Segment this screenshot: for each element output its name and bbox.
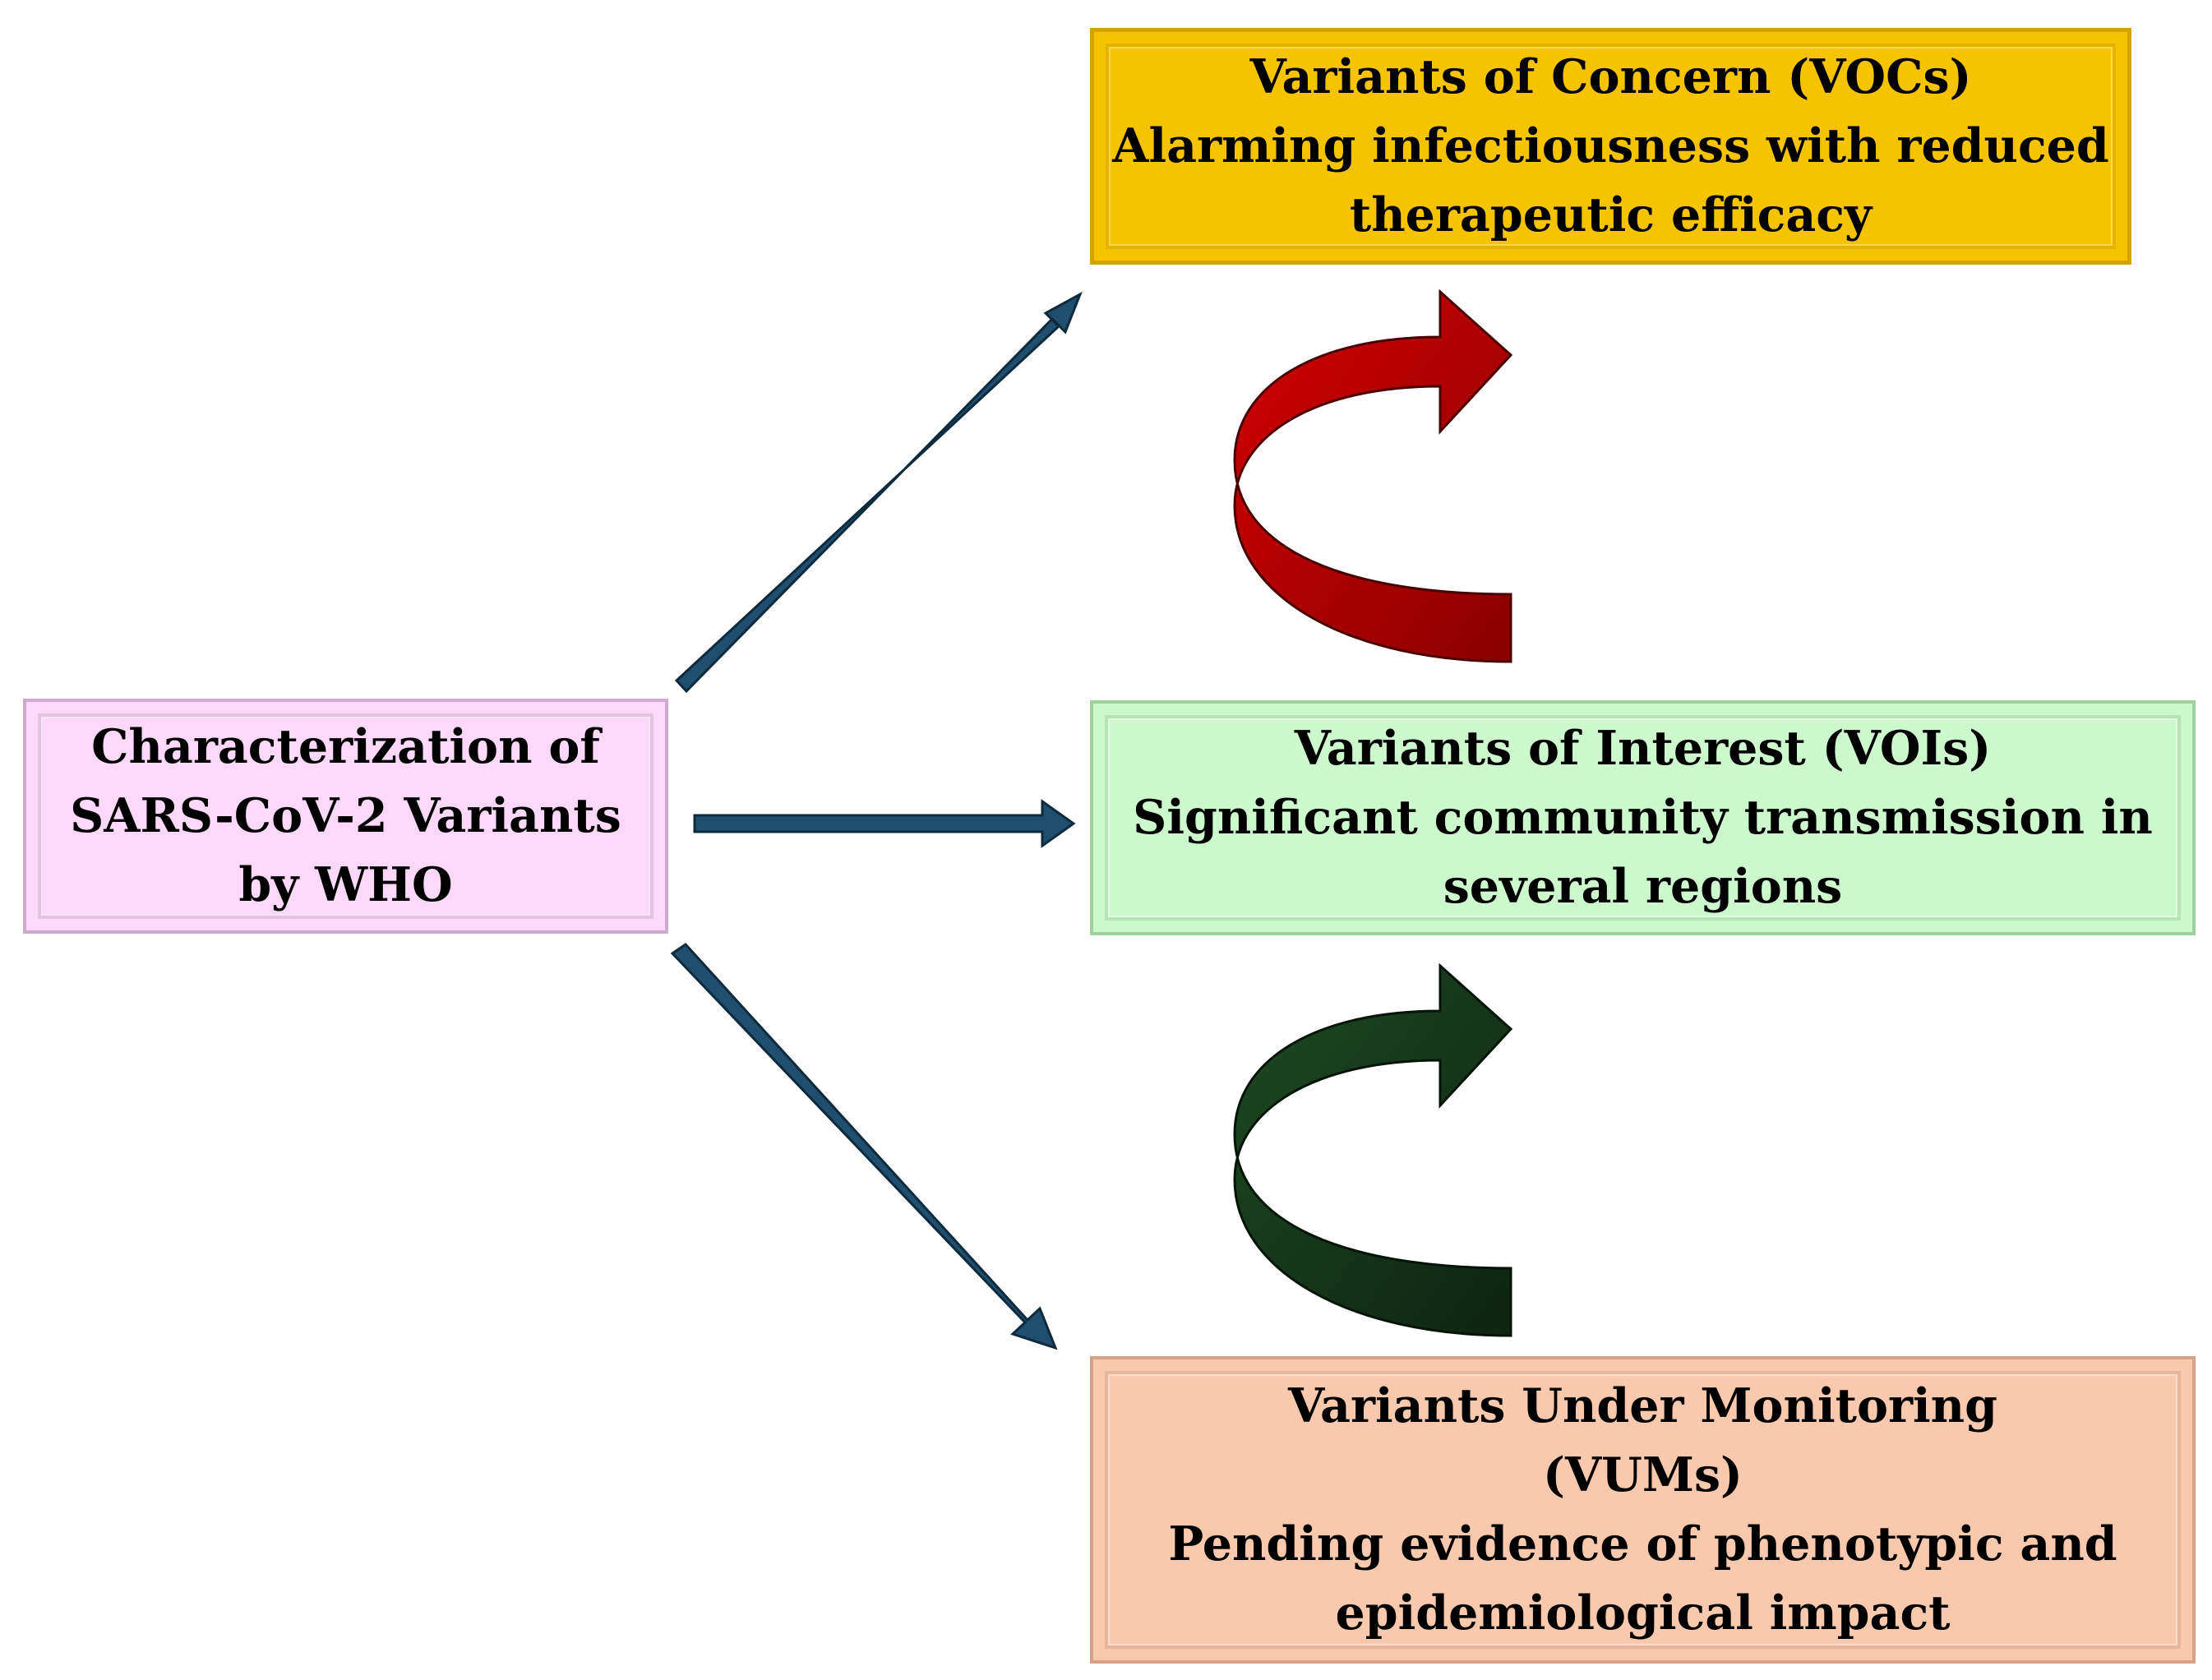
voc-box: Variants of Concern (VOCs) Alarming infe… <box>1090 28 2131 265</box>
source-line-3: by WHO <box>238 857 453 912</box>
source-line-1: Characterization of <box>91 719 600 774</box>
vum-title-line-1: Variants Under Monitoring <box>1288 1378 1997 1433</box>
vum-description-line-1: Pending evidence of phenotypic and <box>1168 1516 2117 1572</box>
voc-description-line-2: therapeutic efficacy <box>1349 187 1873 242</box>
vum-box: Variants Under Monitoring (VUMs) Pending… <box>1090 1356 2196 1664</box>
arrow-to-voc <box>674 291 1083 694</box>
arrow-to-vum <box>670 943 1058 1350</box>
voi-box: Variants of Interest (VOIs) Significant … <box>1090 700 2196 935</box>
source-box: Characterization of SARS-CoV-2 Variants … <box>23 699 668 934</box>
voi-description-line-2: several regions <box>1443 859 1843 914</box>
vum-title-line-2: (VUMs) <box>1542 1447 1743 1502</box>
source-line-2: SARS-CoV-2 Variants <box>70 788 621 843</box>
voi-title: Variants of Interest (VOIs) <box>1294 721 1992 776</box>
curved-arrow-vum-to-voi <box>1233 962 1513 1337</box>
arrow-to-voi <box>693 799 1076 848</box>
curved-arrow-voi-to-voc <box>1233 288 1513 663</box>
voc-title: Variants of Concern (VOCs) <box>1249 49 1972 104</box>
voi-description-line-1: Significant community transmission in <box>1133 790 2153 845</box>
voc-description-line-1: Alarming infectiousness with reduced <box>1112 118 2109 173</box>
vum-description-line-2: epidemiological impact <box>1335 1585 1951 1641</box>
